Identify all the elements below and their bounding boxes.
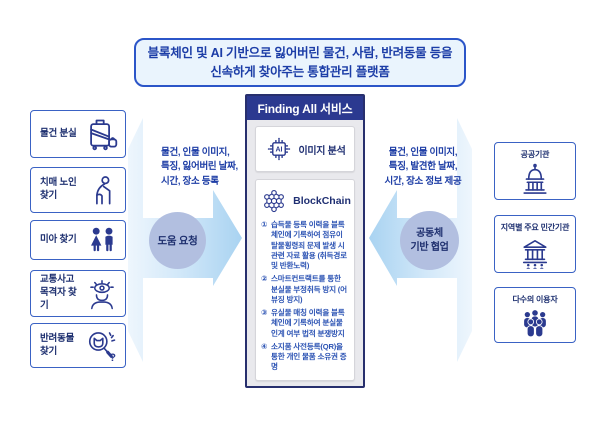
ai-analysis-card: AI 이미지 분석: [255, 126, 355, 172]
right-item-label: 다수의 이용자: [512, 295, 558, 304]
left-item-missing-child: 미아 찾기: [30, 220, 126, 260]
item-number: ②: [261, 274, 268, 284]
item-text: 습득물 등록 이력을 블록체인에 기록하여 점유이탈물횡령죄 문제 발생 시 관…: [271, 220, 347, 270]
item-number: ③: [261, 308, 268, 317]
capitol-building-icon: [517, 160, 553, 199]
list-item: ② 스마트컨트랙트를 통한 분실물 부정취득 방지 (어뷰징 방지): [261, 274, 349, 305]
request-flow-note: 물건, 인물 이미지, 특징, 잃어버린 날짜, 시간, 장소 등록: [161, 146, 238, 189]
finding-all-service-box: Finding All 서비스 AI: [245, 94, 365, 388]
item-number: ④: [261, 341, 268, 351]
provide-note-line: 물건, 인물 이미지,: [388, 147, 458, 158]
provide-note-line: 특징, 발견한 날짜,: [388, 161, 458, 173]
blockchain-network-icon: [259, 186, 289, 216]
suitcase-icon: [83, 116, 119, 152]
blockchain-feature-list: ① 습득물 등록 이력을 블록체인에 기록하여 점유이탈물횡령죄 문제 발생 시…: [261, 220, 349, 373]
left-item-label: 미아 찾기: [40, 233, 77, 245]
list-item: ③ 유실물 매칭 이력을 블록체인에 기록하여 분실물 인계 여부 법적 분쟁방…: [261, 308, 349, 339]
left-item-dementia-elderly: 치매 노인 찾기: [30, 167, 126, 213]
left-item-lost-object: 물건 분실: [30, 110, 126, 158]
service-title: Finding All 서비스: [247, 96, 363, 120]
provide-note-line: 시간, 장소 정보 제공: [384, 175, 462, 187]
list-item: ① 습득물 등록 이력을 블록체인에 기록하여 점유이탈물횡령죄 문제 발생 시…: [261, 220, 349, 271]
community-collab-line: 공동체: [416, 227, 443, 239]
children-icon: [87, 224, 119, 256]
right-item-many-users: 다수의 이용자: [494, 287, 576, 343]
left-item-accident-witness: 교통사고 목격자 찾기: [30, 270, 126, 317]
blockchain-header: BlockChain: [259, 186, 351, 216]
left-item-label: 물건 분실: [40, 127, 77, 139]
community-collab-circle: 공동체 기반 협업: [400, 211, 459, 270]
right-item-label: 지역별 주요 민간기관: [500, 223, 570, 232]
item-text: 소지품 사전등록(QR)을 통한 개인 물품 소유권 증명: [271, 341, 347, 372]
right-item-public-institutions: 공공기관: [494, 142, 576, 200]
right-item-label: 공공기관: [520, 150, 550, 159]
left-item-label: 반려동물 찾기: [40, 332, 75, 357]
blockchain-label: BlockChain: [293, 195, 351, 207]
right-item-private-institutions: 지역별 주요 민간기관: [494, 215, 576, 273]
item-number: ①: [261, 220, 268, 229]
banner-line-2: 신속하게 찾아주는 통합관리 플랫폼: [210, 64, 390, 79]
provide-flow-note: 물건, 인물 이미지, 특징, 발견한 날짜, 시간, 장소 정보 제공: [374, 146, 472, 189]
community-collab-line: 기반 협업: [410, 241, 449, 253]
user-group-icon: [518, 305, 552, 342]
service-body: AI 이미지 분석: [247, 120, 363, 381]
left-item-label: 치매 노인 찾기: [40, 177, 77, 201]
request-note-line: 시간, 장소 등록: [161, 175, 219, 187]
banner-line-1: 블록체인 및 AI 기반으로 잃어버린 물건, 사람, 반려동물 등을: [147, 45, 453, 60]
blockchain-card: BlockChain ① 습득물 등록 이력을 블록체인에 기록하여 점유이탈물…: [255, 179, 355, 381]
help-request-label: 도움 요청: [157, 235, 198, 247]
left-item-label: 교통사고 목격자 찾기: [40, 274, 77, 311]
elderly-person-icon: [85, 173, 119, 207]
help-request-circle: 도움 요청: [149, 212, 206, 269]
item-text: 유실물 매칭 이력을 블록체인에 기록하여 분실물 인계 여부 법적 분쟁방지: [271, 308, 345, 338]
witness-eye-icon: [85, 277, 119, 311]
ai-analysis-label: 이미지 분석: [298, 145, 346, 157]
request-note-line: 물건, 인물 이미지,: [161, 147, 230, 158]
platform-banner: 블록체인 및 AI 기반으로 잃어버린 물건, 사람, 반려동물 등을 신속하게…: [134, 38, 466, 87]
question-mark-glyph: ?: [109, 351, 116, 363]
ai-chip-text: AI: [275, 147, 282, 154]
item-text: 스마트컨트랙트를 통한 분실물 부정취득 방지 (어뷰징 방지): [271, 274, 347, 304]
pet-search-icon: ?: [83, 328, 119, 364]
list-item: ④ 소지품 사전등록(QR)을 통한 개인 물품 소유권 증명: [261, 342, 349, 373]
left-item-lost-pet: 반려동물 찾기 ?: [30, 323, 126, 368]
request-note-line: 특징, 잃어버린 날짜,: [161, 161, 238, 173]
ai-chip-icon: AI: [265, 135, 293, 163]
bank-building-icon: [517, 233, 553, 272]
